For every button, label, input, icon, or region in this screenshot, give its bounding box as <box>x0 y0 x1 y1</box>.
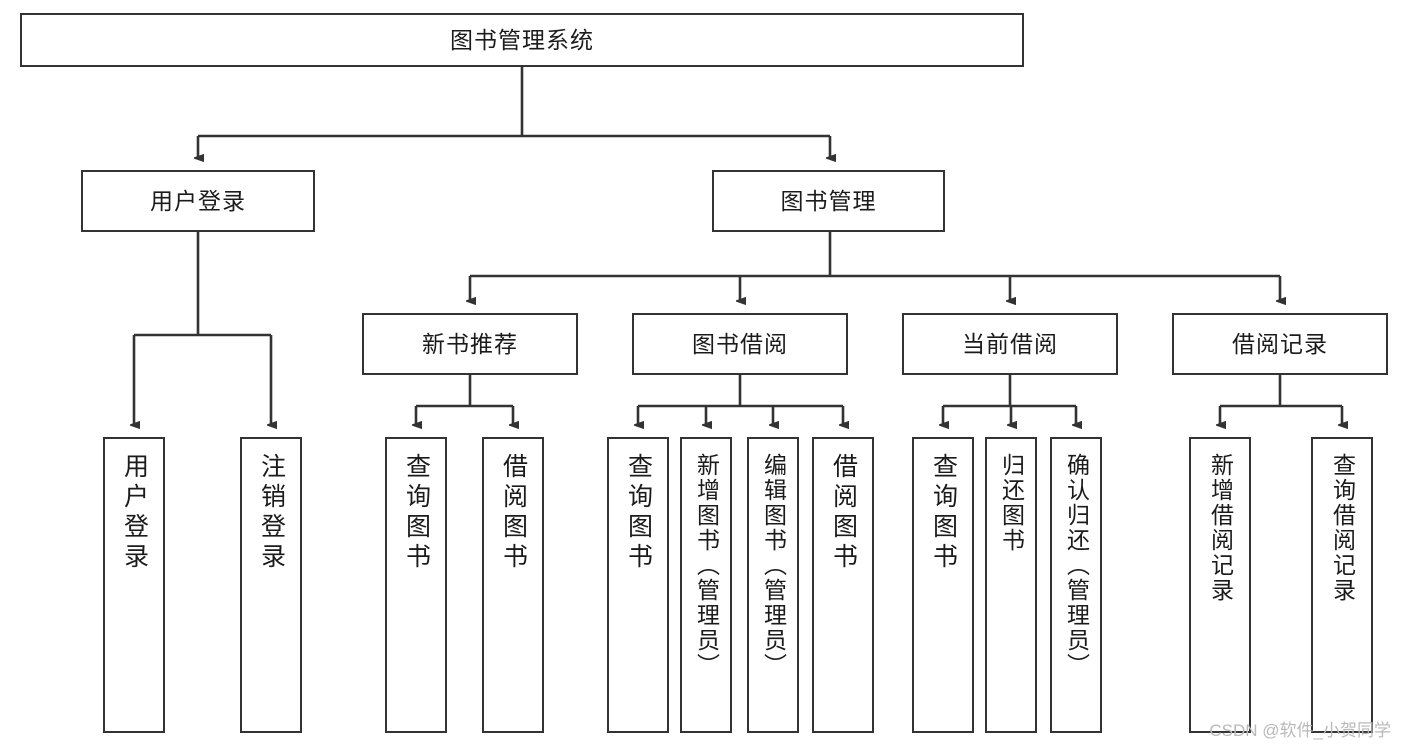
node-current-borrow[interactable]: 当前借阅 <box>902 313 1118 375</box>
leaf-return-book[interactable]: 归还图书 <box>985 437 1037 733</box>
leaf-confirm-return-admin[interactable]: 确认归还（管理员） <box>1050 437 1102 733</box>
leaf-query-book-recommend[interactable]: 查询图书 <box>385 437 447 733</box>
node-label: 查询图书 <box>624 453 653 573</box>
node-label: 用户登录 <box>120 453 149 573</box>
node-label: 查询借阅记录 <box>1329 453 1356 603</box>
node-label: 图书借阅 <box>692 330 788 357</box>
node-label: 编辑图书（管理员） <box>760 453 787 678</box>
node-label: 新书推荐 <box>422 330 518 357</box>
node-label: 借阅记录 <box>1232 330 1328 357</box>
leaf-borrow-book[interactable]: 借阅图书 <box>812 437 874 733</box>
node-label: 借阅图书 <box>829 453 858 573</box>
node-label: 图书管理 <box>780 187 877 214</box>
leaf-logout[interactable]: 注销登录 <box>240 437 302 733</box>
node-label: 新增图书（管理员） <box>693 453 720 678</box>
node-user-login[interactable]: 用户登录 <box>81 170 315 232</box>
node-label: 确认归还（管理员） <box>1063 453 1090 678</box>
node-label: 当前借阅 <box>962 330 1058 357</box>
node-label: 查询图书 <box>402 453 431 573</box>
node-label: 注销登录 <box>257 453 286 573</box>
node-label: 查询图书 <box>929 453 958 573</box>
node-new-book-recommend[interactable]: 新书推荐 <box>362 313 578 375</box>
node-book-management[interactable]: 图书管理 <box>712 170 945 232</box>
node-label: 图书管理系统 <box>450 26 594 53</box>
node-label: 借阅图书 <box>499 453 528 573</box>
node-label: 用户登录 <box>150 187 246 214</box>
node-label: 新增借阅记录 <box>1207 453 1234 603</box>
leaf-query-borrow-record[interactable]: 查询借阅记录 <box>1311 437 1373 733</box>
leaf-add-book-admin[interactable]: 新增图书（管理员） <box>680 437 732 733</box>
node-label: 归还图书 <box>998 453 1025 553</box>
node-book-borrow[interactable]: 图书借阅 <box>632 313 848 375</box>
leaf-user-login[interactable]: 用户登录 <box>103 437 165 733</box>
leaf-query-book-current[interactable]: 查询图书 <box>912 437 974 733</box>
node-root[interactable]: 图书管理系统 <box>20 13 1024 67</box>
leaf-borrow-book-recommend[interactable]: 借阅图书 <box>482 437 544 733</box>
leaf-edit-book-admin[interactable]: 编辑图书（管理员） <box>747 437 799 733</box>
node-borrow-record[interactable]: 借阅记录 <box>1172 313 1388 375</box>
watermark: CSDN @软件_小贺同学 <box>1209 721 1391 740</box>
leaf-query-book-borrow[interactable]: 查询图书 <box>607 437 669 733</box>
leaf-add-borrow-record[interactable]: 新增借阅记录 <box>1189 437 1251 733</box>
